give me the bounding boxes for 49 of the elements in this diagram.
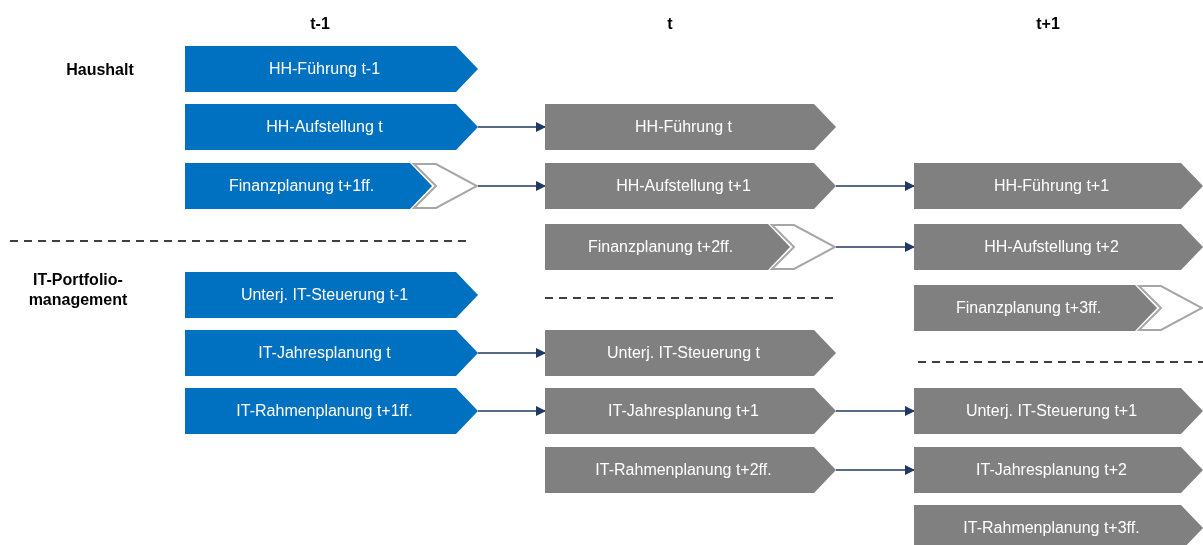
chevron-step xyxy=(914,505,1203,545)
column-heading: t xyxy=(666,14,674,34)
column-heading: t+1 xyxy=(1035,14,1061,34)
arrow xyxy=(477,348,546,358)
step-label: Finanzplanung t+1ff. xyxy=(228,176,375,196)
step-label: HH-Führung t-1 xyxy=(268,59,381,79)
chevron-step xyxy=(185,104,478,150)
chevron-step xyxy=(185,272,478,318)
chevron-step xyxy=(185,388,478,434)
chevron-step xyxy=(545,163,836,209)
chevron-step xyxy=(545,447,836,493)
step-label: Unterj. IT-Steuerung t+1 xyxy=(965,401,1138,421)
chevron-step xyxy=(545,330,836,376)
step-label: HH-Führung t+1 xyxy=(993,176,1110,196)
step-label: IT-Jahresplanung t+1 xyxy=(608,401,759,421)
column-heading: t-1 xyxy=(309,14,331,34)
chevron-step xyxy=(185,46,478,92)
step-label: IT-Jahresplanung t+2 xyxy=(976,460,1127,480)
chevron-step xyxy=(914,285,1203,331)
step-label: IT-Jahresplanung t xyxy=(258,343,391,363)
row-heading: IT-Portfolio-management xyxy=(27,270,129,310)
row-heading: Haushalt xyxy=(65,60,135,80)
chevron-step xyxy=(545,388,836,434)
arrow xyxy=(835,406,915,416)
step-label: Finanzplanung t+2ff. xyxy=(587,237,734,257)
step-label: Unterj. IT-Steuerung t xyxy=(607,343,760,363)
arrow xyxy=(477,406,546,416)
chevron-step xyxy=(545,104,836,150)
step-label: IT-Rahmenplanung t+3ff. xyxy=(963,518,1140,538)
step-label: HH-Aufstellung t+1 xyxy=(616,176,751,196)
step-label: HH-Aufstellung t xyxy=(266,117,383,137)
chevron-step xyxy=(545,224,836,270)
step-label: IT-Rahmenplanung t+2ff. xyxy=(595,460,772,480)
chevron-step xyxy=(185,330,478,376)
arrow xyxy=(477,181,546,191)
chevron-step xyxy=(914,224,1203,270)
step-label: HH-Führung t xyxy=(635,117,732,137)
chevron-step xyxy=(914,388,1203,434)
step-label: IT-Rahmenplanung t+1ff. xyxy=(236,401,413,421)
arrow xyxy=(835,181,915,191)
chevron-step xyxy=(185,163,478,209)
chevron-step xyxy=(914,163,1203,209)
step-label: Finanzplanung t+3ff. xyxy=(955,298,1102,318)
arrow xyxy=(835,465,915,475)
step-label: HH-Aufstellung t+2 xyxy=(984,237,1119,257)
arrow xyxy=(835,242,915,252)
chevron-step xyxy=(914,447,1203,493)
arrow xyxy=(477,122,546,132)
step-label: Unterj. IT-Steuerung t-1 xyxy=(240,285,409,305)
